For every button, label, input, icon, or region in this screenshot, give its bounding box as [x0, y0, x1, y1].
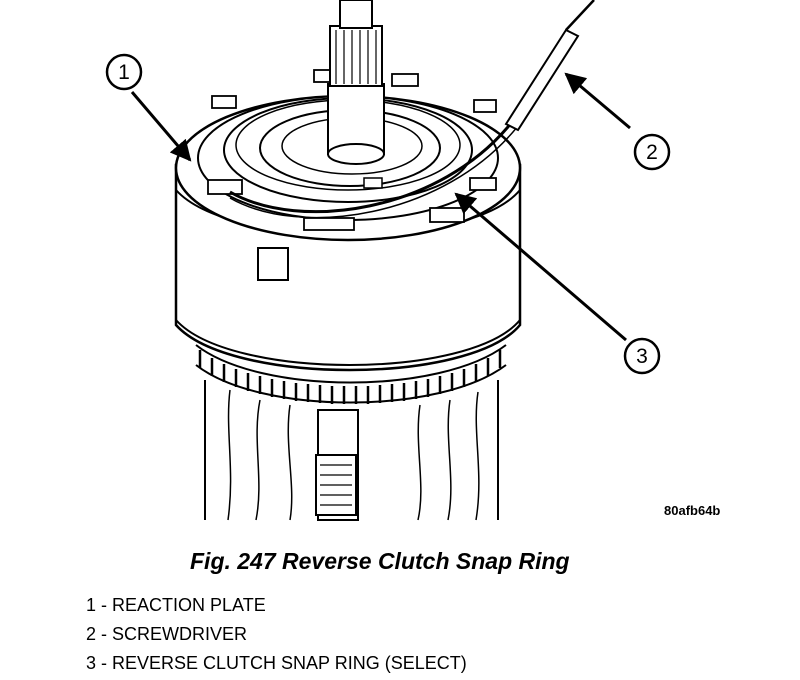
- callout-1-number: 1: [118, 61, 130, 84]
- parts-legend: 1 - REACTION PLATE 2 - SCREWDRIVER 3 - R…: [86, 591, 467, 678]
- screwdriver: [504, 0, 595, 132]
- callout-3: 3: [623, 337, 661, 375]
- input-shaft: [327, 0, 385, 165]
- callout-1: 1: [105, 53, 143, 91]
- gear-ring: [195, 344, 507, 404]
- callout-3-number: 3: [636, 345, 648, 368]
- callout-2-number: 2: [646, 141, 658, 164]
- legend-item: 3 - REVERSE CLUTCH SNAP RING (SELECT): [86, 653, 467, 673]
- legend-item: 2 - SCREWDRIVER: [86, 624, 248, 644]
- image-id: 80afb64b: [664, 503, 721, 518]
- legend-item: 1 - REACTION PLATE: [86, 595, 266, 615]
- snap-ring: [229, 121, 519, 219]
- callout-2: 2: [633, 133, 671, 171]
- leader-line-3: [454, 192, 627, 342]
- leader-lines: [130, 72, 631, 342]
- leader-line-1: [130, 91, 192, 162]
- lower-housing: [204, 380, 499, 521]
- leader-line-2: [564, 72, 631, 130]
- figure-caption: Fig. 247 Reverse Clutch Snap Ring: [190, 548, 570, 574]
- reverse-clutch-illustration: 1 2 3: [105, 0, 671, 521]
